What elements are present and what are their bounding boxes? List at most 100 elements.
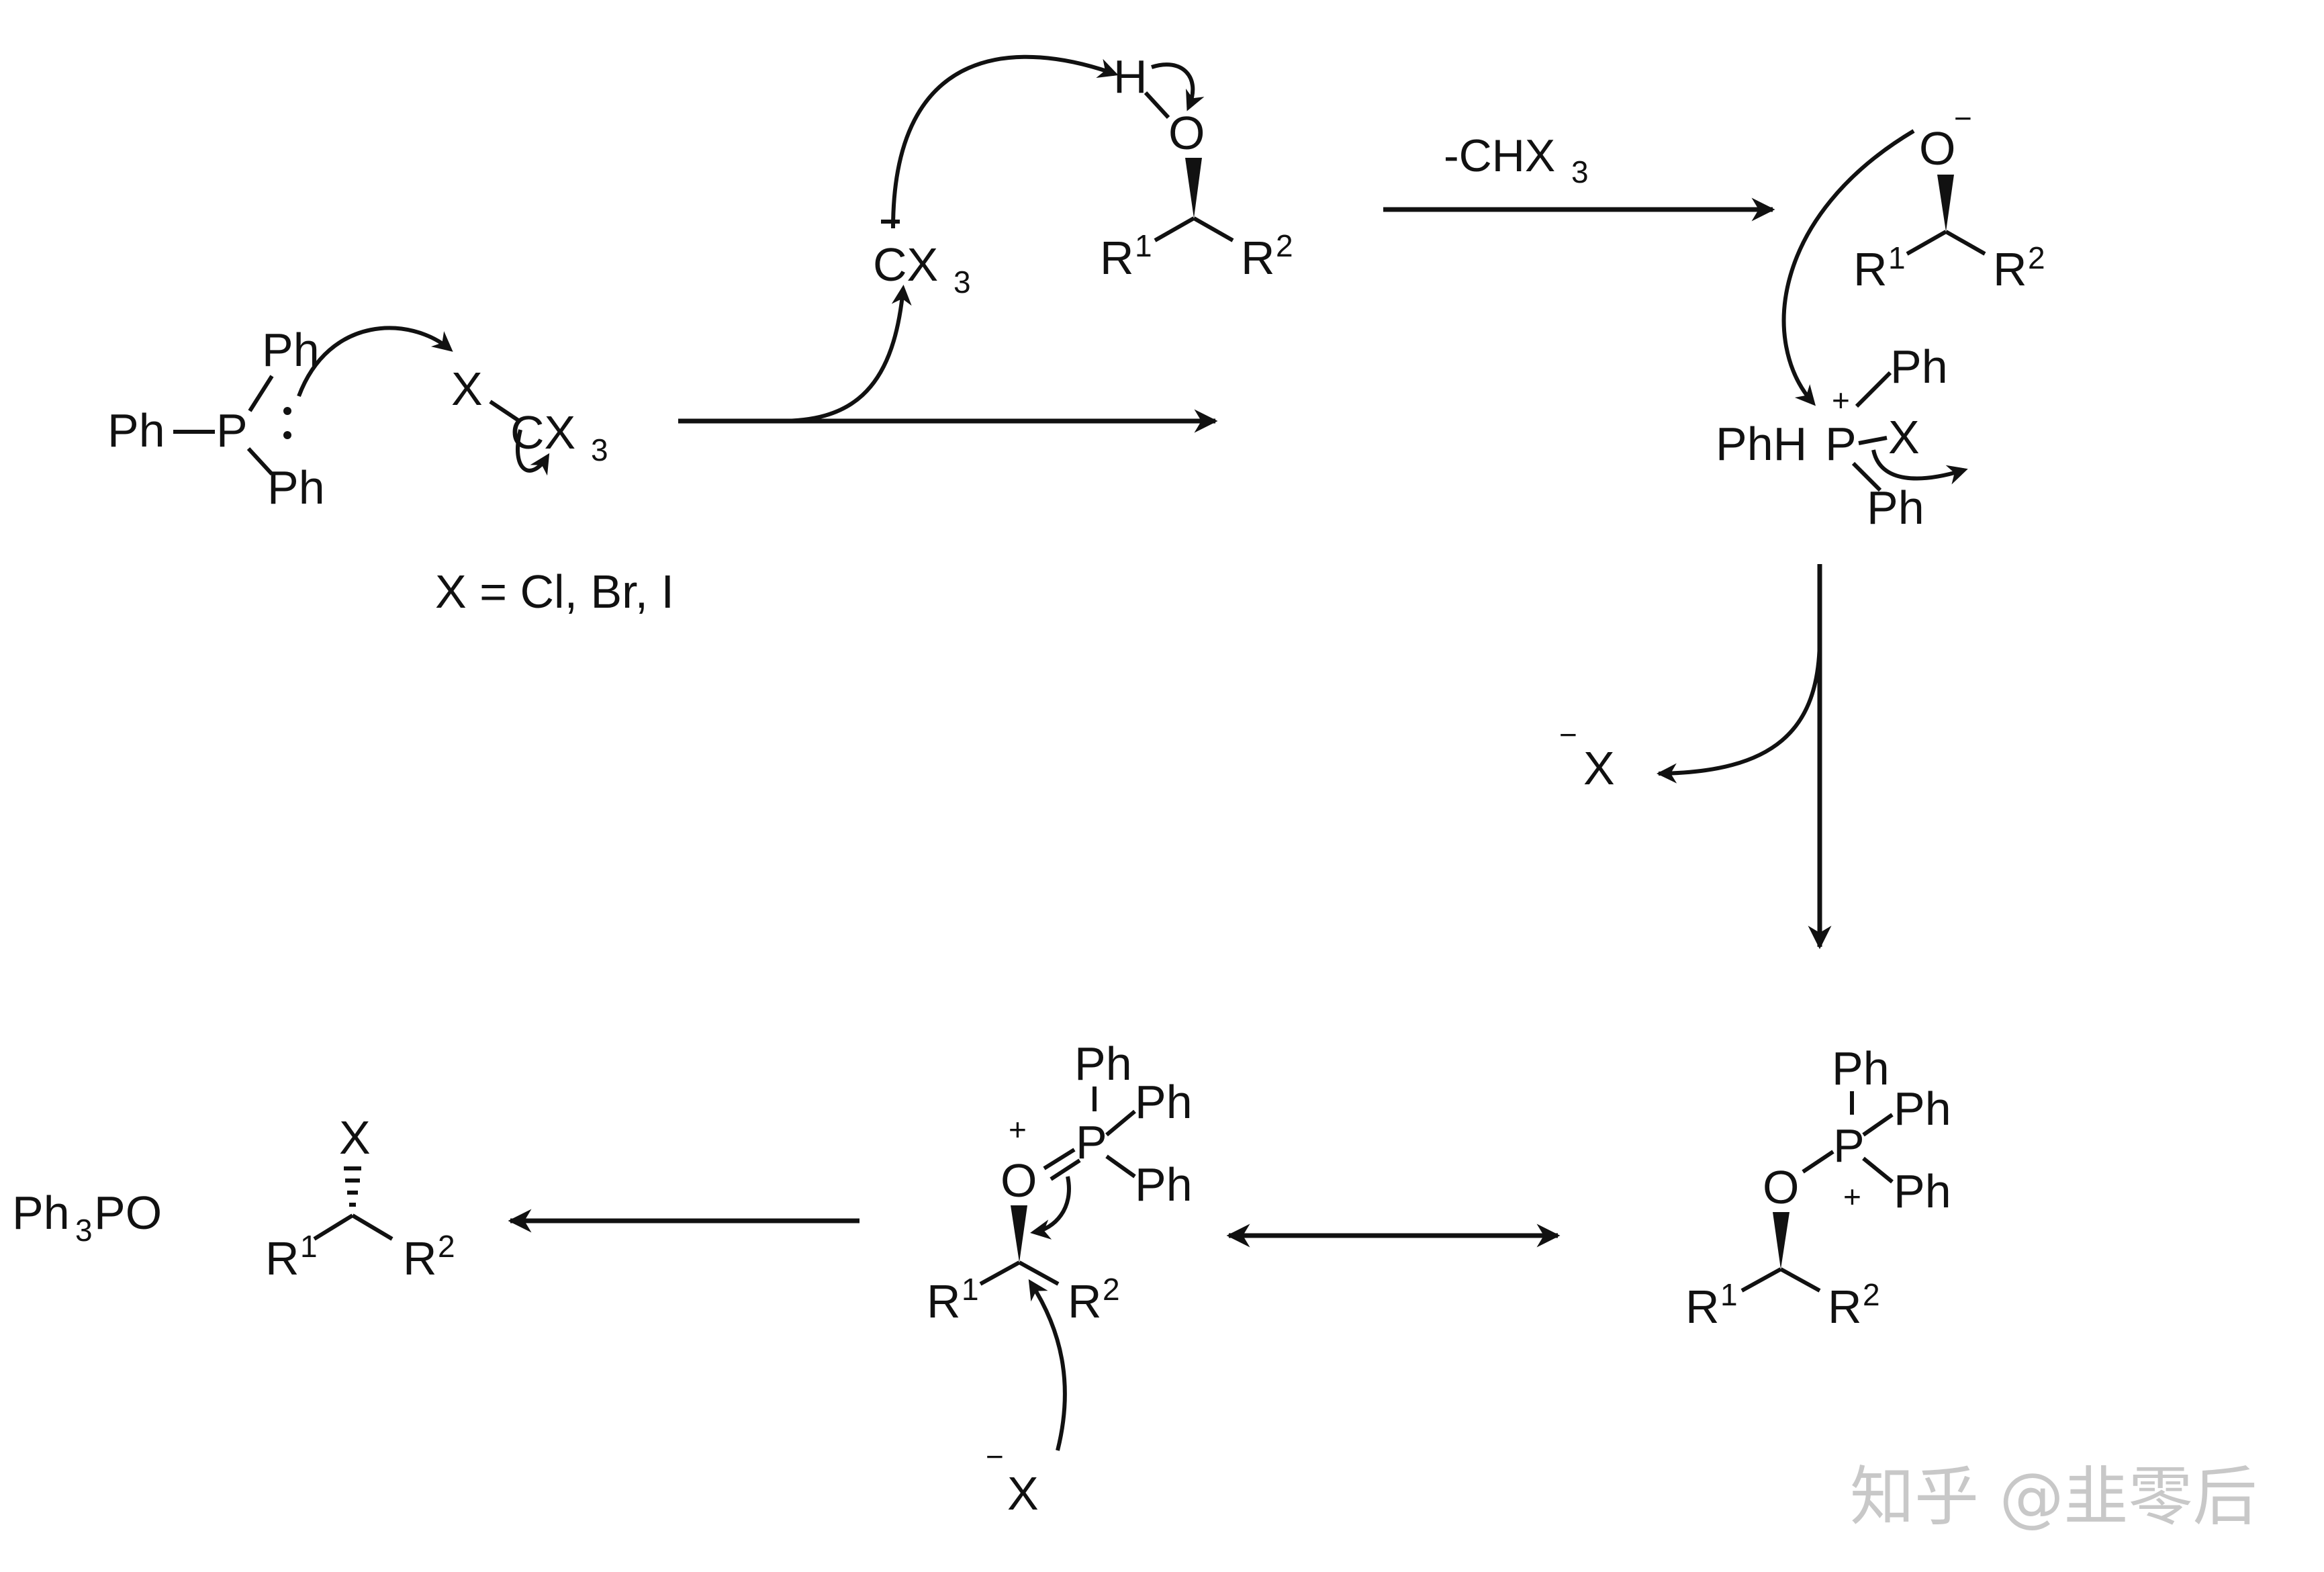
oxophos-o: O <box>1001 1154 1037 1207</box>
alkyl-halide-product: X R 1 R 2 <box>265 1111 455 1285</box>
oxophos-r1: R <box>927 1275 961 1328</box>
curly-arrow-bond-to-x <box>516 429 550 476</box>
h-o-bond <box>1144 91 1170 120</box>
ph-label-bottom: Ph <box>267 461 325 514</box>
c-r2-bond-alcohol <box>1193 216 1234 242</box>
curly-arrow-branch-to-anion <box>778 285 912 423</box>
oxophos-ph-top: Ph <box>1074 1037 1132 1090</box>
c-r1-bond-alcohol <box>1154 216 1195 242</box>
alcohol-r2-sup: 2 <box>1276 228 1293 263</box>
p-ph-bond-bottom <box>246 447 274 476</box>
curved-arrow-halide-release <box>1657 637 1822 784</box>
curly-arrow-halide-attack <box>1028 1279 1067 1451</box>
oxophosphonium: Ph Ph P Ph + O R 1 R 2 <box>927 1037 1193 1328</box>
product-r2-sup: 2 <box>438 1229 455 1264</box>
condition-subscript: 3 <box>1571 154 1589 189</box>
phosphonium-ph-left: PhH <box>1716 418 1807 470</box>
alcohol: H O R 1 R 2 <box>1100 50 1293 284</box>
oxophos-charge: + <box>1009 1112 1027 1147</box>
cx3-subscript: 3 <box>591 432 608 467</box>
phosphonium-bond-top <box>1855 371 1892 408</box>
alkoxide-oxygen: O <box>1919 122 1955 175</box>
halogen-definition: X = Cl, Br, I <box>435 565 674 618</box>
phosphonium-p-x-bond <box>1858 436 1888 445</box>
phosphonium-ph-top: Ph <box>1890 340 1948 393</box>
tetrahalomethane: X CX 3 X = Cl, Br, I <box>435 363 674 618</box>
alcohol-r2: R <box>1241 232 1275 284</box>
alkoxyphos-o-p-bond <box>1802 1150 1834 1174</box>
alkoxyphos-r1-sup: 1 <box>1720 1277 1738 1312</box>
byproduct-subscript: 3 <box>75 1213 93 1248</box>
product-r2: R <box>403 1232 437 1285</box>
oxophos-ph-right: Ph <box>1135 1076 1193 1128</box>
alkoxyphos-charge: + <box>1843 1179 1861 1214</box>
ph-label-top: Ph <box>262 324 320 376</box>
product-x: X <box>339 1111 371 1164</box>
trihalomethyl-anion: CX 3 <box>873 220 971 299</box>
oxophos-ph-lower: Ph <box>1135 1158 1193 1211</box>
alkoxyphos-p: P <box>1833 1119 1865 1172</box>
product-c-r1-bond <box>313 1213 354 1241</box>
alkoxyphos-bond-right <box>1862 1113 1894 1137</box>
alkoxyphos-ph-lower: Ph <box>1894 1165 1951 1217</box>
alcohol-oxygen-label: O <box>1168 107 1205 159</box>
product-c-r2-bond <box>351 1213 393 1241</box>
alkoxyphos-ph-right: Ph <box>1894 1082 1951 1135</box>
oxophos-bond-right <box>1105 1109 1136 1137</box>
released-halide-charge: − <box>1559 717 1577 752</box>
phosphonium-p: P <box>1825 418 1857 470</box>
triphenylphosphine: Ph P Ph Ph <box>107 324 325 514</box>
alcohol-r1: R <box>1100 232 1134 284</box>
alkoxyphos-o: O <box>1763 1161 1799 1213</box>
wedge-bond-alcohol <box>1185 158 1202 218</box>
x-c-bond <box>489 400 520 422</box>
wedge-bond-alkoxide <box>1937 175 1954 232</box>
attacking-halide-charge: − <box>986 1439 1004 1474</box>
lone-pair-dot-2 <box>283 431 291 439</box>
alkoxyphos-c-r1-bond <box>1740 1267 1782 1293</box>
x-label: X <box>451 363 483 415</box>
oxophos-p: P <box>1076 1116 1107 1168</box>
byproduct-ph: Ph <box>12 1187 70 1239</box>
curly-arrow-p-to-x <box>297 326 453 398</box>
watermark: 知乎 @韭零后 <box>1850 1459 2258 1534</box>
alkoxide-r2-sup: 2 <box>2028 240 2045 275</box>
condition-label: -CHX <box>1444 130 1555 181</box>
phosphonium-bond-bottom <box>1851 461 1882 492</box>
c-r2-bond-alkoxide <box>1945 230 1986 256</box>
alcohol-r1-sup: 1 <box>1135 228 1152 263</box>
phosphonium-x: X <box>1888 411 1920 463</box>
wedge-bond-oxophos <box>1011 1205 1027 1262</box>
alkoxyphos-bond-lower <box>1862 1156 1894 1184</box>
p-ph-bond-top <box>248 375 274 412</box>
alkoxyphos-r2-sup: 2 <box>1863 1277 1880 1312</box>
curly-arrow-p-x-bond <box>1871 449 1968 485</box>
attacking-halide: X <box>1007 1467 1039 1520</box>
anion-cx3-label: CX <box>873 238 938 291</box>
alkoxyphosphonium: Ph Ph P Ph + O R 1 R 2 <box>1685 1042 1951 1333</box>
phosphonium-ph-bottom: Ph <box>1867 481 1924 534</box>
oxophos-c-r2-bond <box>1018 1260 1060 1286</box>
halophosphonium: Ph PhH P + X Ph <box>1716 340 1948 534</box>
byproduct-po: PO <box>94 1187 162 1239</box>
alkoxide: O − R 1 R 2 <box>1853 101 2045 295</box>
alkoxyphos-ph-top: Ph <box>1832 1042 1890 1095</box>
curly-arrow-c-o-bond <box>1030 1176 1071 1240</box>
oxophos-r1-sup: 1 <box>962 1272 979 1307</box>
oxophos-double-bond-2 <box>1050 1158 1081 1181</box>
alkoxide-r1: R <box>1853 243 1888 295</box>
alkoxide-charge: − <box>1954 101 1972 136</box>
curly-arrow-oh-bond <box>1151 62 1205 111</box>
ph-label-left: Ph <box>107 404 165 457</box>
oxophos-c-r1-bond <box>979 1260 1021 1286</box>
anion-subscript: 3 <box>954 265 971 299</box>
alkoxide-r2: R <box>1993 243 2027 295</box>
alkoxyphos-c-r2-bond <box>1779 1267 1821 1293</box>
phosphorus-label: P <box>216 404 248 457</box>
hydrogen-label: H <box>1113 50 1148 103</box>
oxophos-bond-lower <box>1105 1154 1136 1178</box>
released-halide: X <box>1583 742 1615 794</box>
wedge-bond-alkoxyphos <box>1773 1212 1790 1269</box>
product-r1-sup: 1 <box>300 1229 318 1264</box>
